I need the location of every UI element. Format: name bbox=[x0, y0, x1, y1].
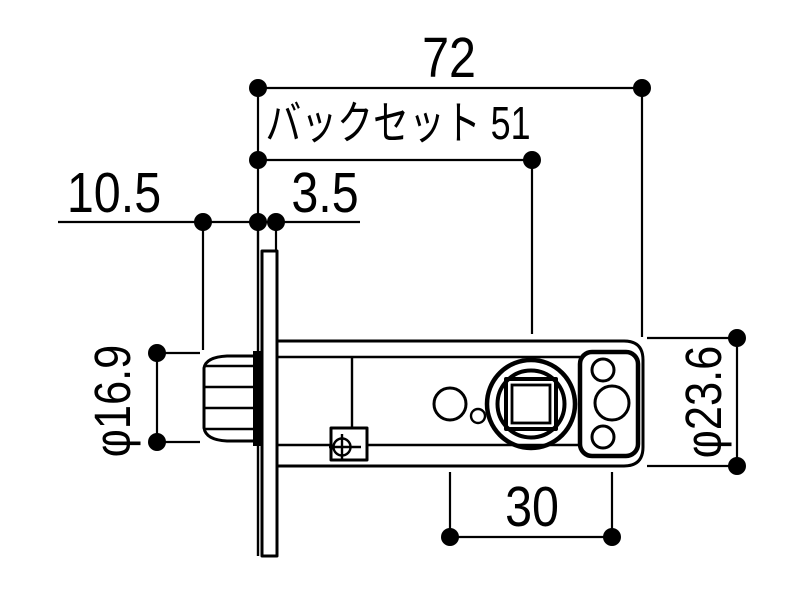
faceplate bbox=[260, 249, 279, 558]
dim-text-case-diameter: φ23.6 bbox=[676, 346, 733, 458]
dimension-labels: 72 バックセット 51 10.5 3.5 φ16.9 φ23.6 30 bbox=[67, 26, 733, 539]
latch-case-outline bbox=[277, 339, 645, 468]
end-plate-hole-top bbox=[590, 357, 616, 383]
dim-dot bbox=[267, 213, 285, 231]
dim-text-hole-pitch: 30 bbox=[505, 475, 559, 539]
case-hole-small bbox=[469, 407, 487, 425]
spindle-square-outer bbox=[504, 377, 558, 431]
dim-text-faceplate-thickness: 3.5 bbox=[291, 161, 358, 225]
dim-dot bbox=[148, 433, 166, 451]
dim-text-overall-length: 72 bbox=[422, 26, 476, 90]
case-hole-large bbox=[432, 386, 468, 422]
dim-text-bolt-projection: 10.5 bbox=[67, 161, 161, 225]
latch-part bbox=[202, 222, 645, 558]
dimension-lines bbox=[58, 86, 739, 539]
dimension-end-dots bbox=[148, 79, 746, 546]
spindle-hub-inner-circle bbox=[495, 368, 567, 440]
dim-dot bbox=[148, 344, 166, 362]
dim-dot bbox=[441, 528, 459, 546]
dim-dot bbox=[728, 329, 746, 347]
spindle-hub-outer-circle bbox=[484, 357, 578, 451]
end-plate-hole-bottom bbox=[590, 424, 616, 450]
dim-dot bbox=[249, 79, 267, 97]
dim-dot bbox=[603, 528, 621, 546]
dim-text-backset: バックセット 51 bbox=[265, 98, 530, 149]
dim-dot bbox=[249, 151, 267, 169]
spindle-square-inner bbox=[510, 383, 552, 425]
dim-dot bbox=[633, 79, 651, 97]
dim-dot bbox=[194, 213, 212, 231]
end-plate-hole-center bbox=[593, 384, 631, 422]
dim-dot bbox=[728, 457, 746, 475]
dim-text-bolt-diameter: φ16.9 bbox=[85, 345, 142, 457]
dim-dot bbox=[523, 151, 541, 169]
